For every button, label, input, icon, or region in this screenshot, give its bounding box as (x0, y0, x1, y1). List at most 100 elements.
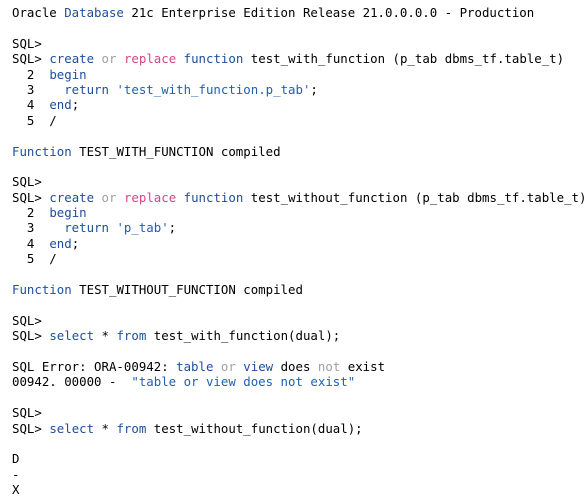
console-line (12, 128, 588, 143)
console-line: 3 return 'p_tab'; (12, 220, 588, 235)
console-token: exist (340, 358, 386, 374)
console-token: "table or view does not exist" (131, 374, 356, 390)
console-token: Function (12, 143, 72, 159)
console-token: or (101, 51, 117, 67)
console-token: Database (64, 5, 124, 20)
console-token: create (49, 51, 95, 67)
console-token: 00942. 00000 - (12, 374, 132, 390)
console-line: 00942. 00000 - "table or view does not e… (12, 374, 588, 389)
console-token: 5 / (12, 112, 57, 128)
console-token: 21c Enterprise Edition Release 21.0.0.0.… (123, 5, 535, 20)
console-token: not (317, 358, 341, 374)
console-token: 2 (12, 66, 50, 82)
console-token: D (12, 451, 20, 467)
console-line: SQL> select * from test_without_function… (12, 421, 588, 436)
console-token: select (49, 328, 95, 344)
console-line: D (12, 451, 588, 466)
console-token: create (49, 189, 95, 205)
console-token: end (49, 235, 72, 251)
console-token: replace (123, 51, 177, 67)
console-token: or (220, 358, 236, 374)
console-line: 5 / (12, 251, 588, 266)
console-token (213, 359, 220, 374)
console-token: 4 (12, 235, 50, 251)
console-line: Function TEST_WITH_FUNCTION compiled (12, 144, 588, 159)
console-token: replace (123, 189, 177, 205)
console-line: 2 begin (12, 67, 588, 82)
console-line (12, 436, 588, 451)
console-token: 3 (12, 81, 65, 97)
console-line (12, 159, 588, 174)
console-token (116, 190, 123, 205)
console-token: does (273, 358, 318, 374)
console-token: ; (71, 235, 80, 251)
console-line: SQL> (12, 313, 588, 328)
console-token: SQL> (12, 405, 42, 421)
console-line (12, 297, 588, 312)
console-token: X (12, 482, 20, 498)
console-line: Oracle Database 21c Enterprise Edition R… (12, 5, 588, 20)
console-line: SQL> select * from test_with_function(du… (12, 328, 588, 343)
console-line: 2 begin (12, 205, 588, 220)
console-token: begin (49, 66, 87, 82)
console-token: - (12, 466, 20, 482)
console-line (12, 267, 588, 282)
console-token: select (49, 420, 95, 436)
console-token: function (183, 189, 244, 205)
console-token: 5 / (12, 251, 57, 267)
console-token: test_without_function(dual); (146, 420, 363, 436)
console-token: ; (168, 220, 177, 236)
console-line: 4 end; (12, 236, 588, 251)
console-token: 2 (12, 205, 50, 221)
console-token (176, 190, 183, 205)
console-token: 'p_tab' (116, 220, 169, 236)
console-token (94, 51, 101, 66)
console-line: 5 / (12, 113, 588, 128)
console-token (116, 51, 123, 66)
console-token: 'test_with_function.p_tab' (116, 81, 311, 97)
console-token: test_with_function (p_tab dbms_tf.table_… (243, 51, 565, 67)
console-token: or (101, 189, 117, 205)
console-token: ; (310, 81, 318, 97)
console-token: table (176, 358, 214, 374)
console-token: ; (71, 97, 80, 113)
console-token: view (243, 358, 274, 374)
console-token: from (116, 328, 147, 344)
console-line: Function TEST_WITHOUT_FUNCTION compiled (12, 282, 588, 297)
console-token: Function (12, 282, 72, 298)
console-line (12, 390, 588, 405)
console-token: SQL> (12, 189, 50, 205)
console-line: SQL> (12, 405, 588, 420)
console-token: SQL> (12, 328, 50, 344)
console-token: 4 (12, 97, 50, 113)
console-token (176, 51, 183, 66)
console-token: SQL Error: ORA-00942: (12, 358, 177, 374)
console-token: end (49, 97, 72, 113)
console-token: test_with_function(dual); (146, 328, 341, 344)
console-token: function (183, 51, 244, 67)
console-line: SQL Error: ORA-00942: table or view does… (12, 359, 588, 374)
console-line: X (12, 482, 588, 497)
console-line: 3 return 'test_with_function.p_tab'; (12, 82, 588, 97)
console-token (94, 190, 101, 205)
console-token: test_without_function (p_tab dbms_tf.tab… (243, 189, 587, 205)
console-token: Oracle (12, 5, 65, 20)
console-token: SQL> (12, 312, 42, 328)
console-token: begin (49, 205, 87, 221)
console-line: SQL> (12, 36, 588, 51)
console-token: SQL> (12, 174, 42, 190)
console-token: 3 (12, 220, 65, 236)
console-line: SQL> create or replace function test_wit… (12, 190, 588, 205)
console-line: 4 end; (12, 97, 588, 112)
console-token: * (94, 420, 117, 436)
console-line (12, 344, 588, 359)
console-line: - (12, 467, 588, 482)
console-line (12, 20, 588, 35)
console-line: SQL> create or replace function test_wit… (12, 51, 588, 66)
console-token: SQL> (12, 51, 50, 67)
console-token: * (94, 328, 117, 344)
console-token: SQL> (12, 35, 42, 51)
console-token: return (64, 81, 109, 97)
console-token: return (64, 220, 109, 236)
